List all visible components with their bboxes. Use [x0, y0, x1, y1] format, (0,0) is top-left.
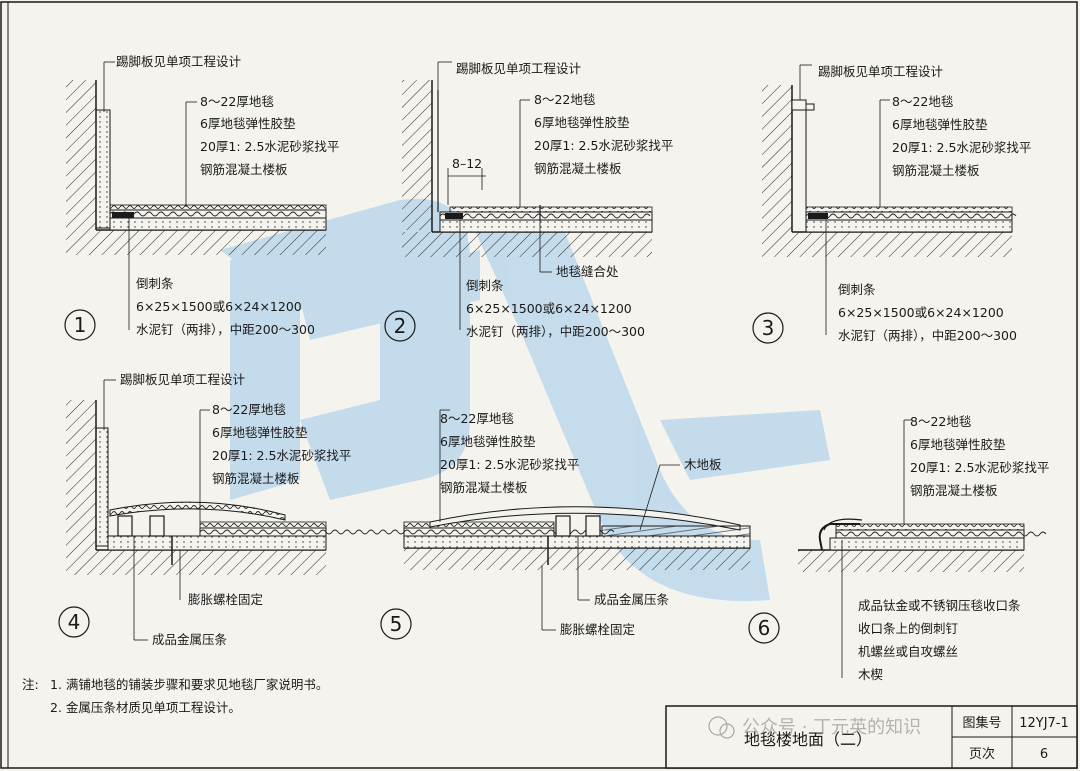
- strip-label: 倒刺条: [838, 282, 876, 297]
- layer-label: 钢筋混凝土楼板: [440, 480, 528, 495]
- detail-2: 8–12 2 踢脚板见单项工程设计 8～22地毯 6厚地毯弹性胶垫 20厚1: …: [384, 61, 673, 342]
- strip-label: 倒刺条: [136, 276, 174, 291]
- metal-strip-label: 成品金属压条: [152, 632, 228, 647]
- layer-label: 20厚1: 2.5水泥砂浆找平: [440, 457, 579, 472]
- watermark-caption: 公众号 · 丁元英的知识: [708, 716, 921, 739]
- detail-number: 5: [390, 612, 403, 636]
- layer-label: 钢筋混凝土楼板: [200, 162, 288, 177]
- strip-label: 6×25×1500或6×24×1200: [838, 305, 1004, 320]
- note-item: 2. 金属压条材质见单项工程设计。: [50, 700, 241, 715]
- part-label: 收口条上的倒刺钉: [858, 621, 959, 636]
- strip-label: 水泥钉（两排），中距200～300: [838, 328, 1017, 343]
- part-label: 木楔: [858, 667, 883, 682]
- skirting-label: 踢脚板见单项工程设计: [120, 372, 245, 387]
- watermark-logo: [220, 198, 830, 601]
- note-item: 1. 满铺地毯的铺装步骤和要求见地毯厂家说明书。: [50, 677, 328, 692]
- detail-6: 6 8～22地毯 6厚地毯弹性胶垫 20厚1: 2.5水泥砂浆找平 钢筋混凝土楼…: [748, 414, 1049, 682]
- seam-label: 地毯缝合处: [556, 264, 619, 279]
- layer-label: 8～22地毯: [534, 92, 596, 107]
- layer-label: 6厚地毯弹性胶垫: [212, 425, 308, 440]
- layer-label: 6厚地毯弹性胶垫: [910, 437, 1006, 452]
- strip-label: 6×25×1500或6×24×1200: [466, 301, 632, 316]
- page-value: 6: [1040, 747, 1048, 762]
- layer-label: 6厚地毯弹性胶垫: [440, 434, 536, 449]
- skirting-label: 踢脚板见单项工程设计: [456, 61, 581, 76]
- detail-3: 3 踢脚板见单项工程设计 8～22地毯 6厚地毯弹性胶垫 20厚1: 2.5水泥…: [752, 64, 1031, 344]
- layer-label: 钢筋混凝土楼板: [212, 471, 300, 486]
- notes-prefix: 注:: [22, 677, 39, 692]
- strip-label: 倒刺条: [466, 278, 504, 293]
- drawing-title: 地毯楼地面（二）: [744, 730, 872, 749]
- layer-label: 8～22厚地毯: [440, 411, 514, 426]
- layer-label: 8～22厚地毯: [212, 402, 286, 417]
- bolt-label: 膨胀螺栓固定: [188, 592, 263, 607]
- layer-label: 6厚地毯弹性胶垫: [534, 115, 630, 130]
- layer-label: 6厚地毯弹性胶垫: [200, 116, 296, 131]
- atlas-value: 12YJ7-1: [1019, 716, 1069, 731]
- title-block: 地毯楼地面（二） 图集号 12YJ7-1 页次 6: [665, 705, 1078, 769]
- layer-label: 钢筋混凝土楼板: [910, 483, 998, 498]
- layer-label: 20厚1: 2.5水泥砂浆找平: [200, 139, 339, 154]
- layer-label: 8～22地毯: [910, 414, 972, 429]
- strip-label: 水泥钉（两排），中距200～300: [136, 322, 315, 337]
- layer-label: 20厚1: 2.5水泥砂浆找平: [534, 138, 673, 153]
- gap-dimension: 8–12: [452, 156, 482, 171]
- watermark-text: 公众号 · 丁元英的知识: [742, 717, 921, 738]
- layer-label: 钢筋混凝土楼板: [892, 163, 980, 178]
- layer-label: 20厚1: 2.5水泥砂浆找平: [892, 140, 1031, 155]
- page-label: 页次: [969, 746, 995, 762]
- wechat-icon: [708, 716, 728, 736]
- detail-number: 1: [74, 313, 87, 337]
- detail-number: 4: [68, 610, 81, 634]
- detail-number: 3: [762, 316, 775, 340]
- notes: 注: 1. 满铺地毯的铺装步骤和要求见地毯厂家说明书。 2. 金属压条材质见单项…: [22, 677, 328, 715]
- part-label: 成品钛金或不锈钢压毯收口条: [858, 598, 1021, 613]
- layer-label: 20厚1: 2.5水泥砂浆找平: [910, 460, 1049, 475]
- detail-1: 1 踢脚板见单项工程设计 8～22厚地毯 6厚地毯弹性胶垫 20厚1: 2.5水…: [64, 54, 339, 341]
- bolt-label: 膨胀螺栓固定: [560, 622, 635, 637]
- skirting-label: 踢脚板见单项工程设计: [116, 54, 241, 69]
- wood-floor-label: 木地板: [684, 457, 722, 472]
- layer-label: 钢筋混凝土楼板: [534, 161, 622, 176]
- atlas-label: 图集号: [962, 715, 1001, 731]
- metal-strip-label: 成品金属压条: [594, 592, 670, 607]
- skirting-label: 踢脚板见单项工程设计: [818, 64, 943, 79]
- layer-label: 6厚地毯弹性胶垫: [892, 117, 988, 132]
- detail-5: 5 8～22厚地毯 6厚地毯弹性胶垫 20厚1: 2.5水泥砂浆找平 钢筋混凝土…: [380, 409, 751, 640]
- detail-4: 4 踢脚板见单项工程设计 8～22厚地毯 6厚地毯弹性胶垫 20厚1: 2.5水…: [58, 372, 411, 647]
- part-label: 机螺丝或自攻螺丝: [858, 644, 958, 659]
- layer-label: 8～22厚地毯: [200, 94, 274, 109]
- detail-number: 2: [394, 314, 407, 338]
- layer-label: 8～22地毯: [892, 94, 954, 109]
- layer-label: 20厚1: 2.5水泥砂浆找平: [212, 448, 351, 463]
- strip-label: 水泥钉（两排），中距200～300: [466, 324, 645, 339]
- strip-label: 6×25×1500或6×24×1200: [136, 299, 302, 314]
- detail-number: 6: [758, 616, 771, 640]
